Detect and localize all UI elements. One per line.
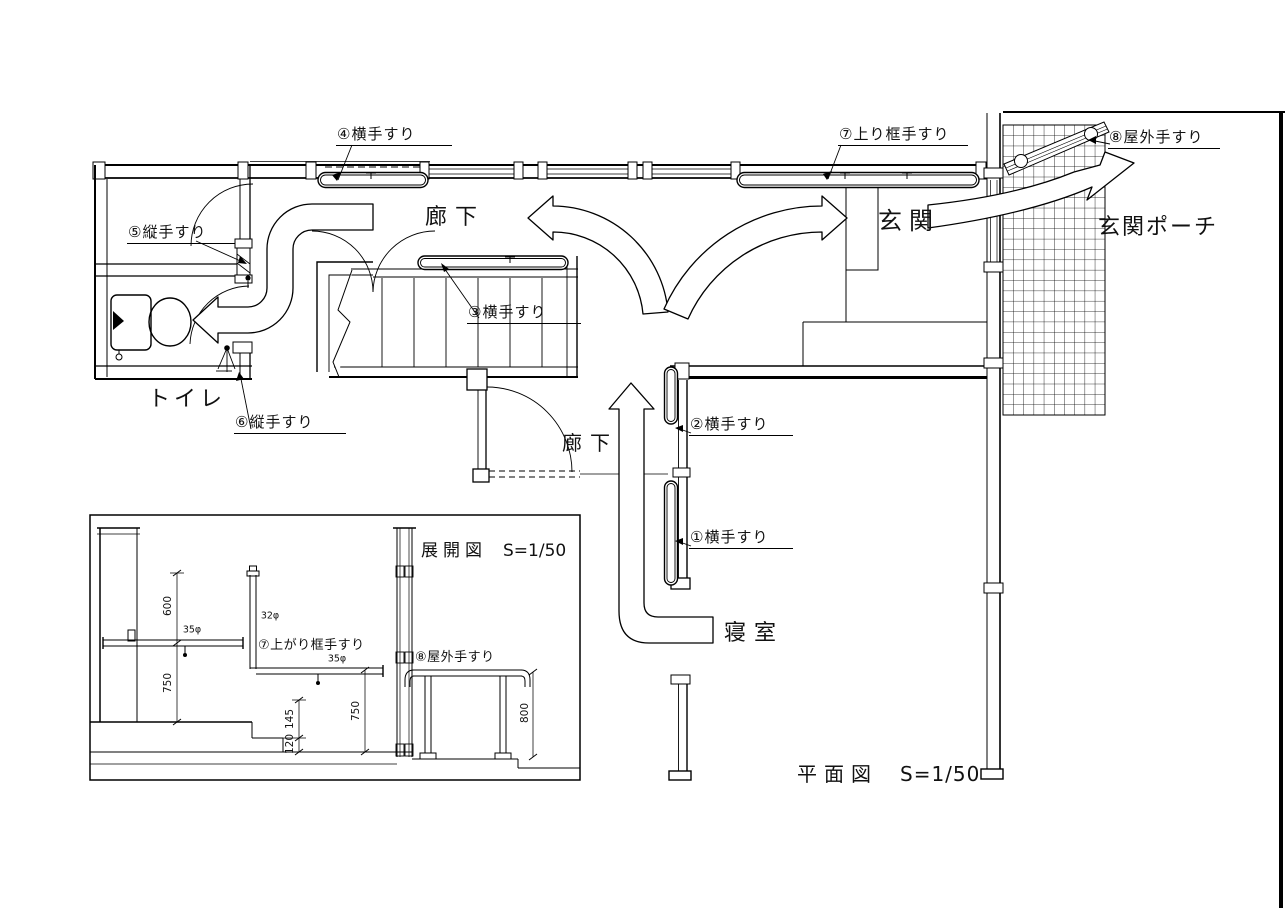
toilet-fixture [110, 294, 192, 361]
room-label-entrance: 玄関 [878, 207, 940, 235]
elevation-inset [89, 514, 581, 781]
elevation-callout-handrail-8: ⑧屋外手すり [415, 650, 495, 665]
callout-handrail-2: ②横手すり [689, 413, 793, 436]
handrails-plan [317, 171, 980, 586]
bedroom-walls [668, 362, 987, 781]
callout-handrail-8: ⑧屋外手すり [1108, 126, 1220, 149]
circulation-arrows [192, 151, 1135, 644]
dimension-750-left: 750 [162, 672, 174, 694]
arrow-to-toilet [192, 203, 374, 344]
dimension-800: 800 [519, 702, 531, 724]
callout-handrail-4: ④横手すり [336, 123, 452, 146]
dimension-600: 600 [162, 595, 174, 617]
staircase [316, 256, 578, 483]
room-label-bedroom: 寝室 [724, 621, 785, 646]
elevation-scale-text: S=1/50 [503, 541, 567, 561]
arrow-to-entrance [663, 195, 848, 320]
entrance-porch [1002, 121, 1110, 416]
dimension-750-mid: 750 [350, 700, 362, 722]
plan-title: 平面図 S=1/50 [797, 758, 980, 787]
plan-scale-text: S=1/50 [900, 762, 981, 786]
toilet-block-walls [94, 165, 253, 380]
dimension-32phi: 32φ [260, 610, 280, 622]
dimension-145: 145 [284, 708, 296, 730]
room-label-entrance-porch: 玄関ポーチ [1098, 215, 1219, 240]
callout-handrail-5: ⑤縦手すり [127, 221, 235, 244]
arrow-to-porch [927, 151, 1135, 229]
dimension-35phi-b: 35φ [327, 653, 347, 665]
room-label-toilet: トイレ [148, 387, 227, 412]
room-label-corridor-lower: 廊下 [562, 431, 618, 455]
arrow-from-bedroom [608, 382, 714, 644]
dimension-35phi-a: 35φ [182, 624, 202, 636]
elevation-title-text: 展開図 [421, 541, 487, 561]
elevation-callout-handrail-7: ⑦上がり框手すり [258, 638, 365, 653]
right-exterior-wall [980, 113, 1004, 780]
callout-handrail-6: ⑥縦手すり [234, 411, 346, 434]
drawing-frame [1003, 111, 1285, 908]
room-label-corridor-upper: 廊下 [425, 205, 486, 230]
callout-handrail-3: ③横手すり [467, 301, 581, 324]
leader-lines [195, 136, 1111, 547]
callout-handrail-1: ①横手すり [689, 526, 793, 549]
plan-title-text: 平面図 [797, 762, 878, 786]
elevation-title: 展開図 S=1/50 [421, 536, 566, 561]
dimension-120: 120 [284, 733, 296, 755]
callout-handrail-7: ⑦上り框手すり [838, 123, 968, 146]
arrow-to-corridor-left [527, 195, 669, 315]
vertical-handrail-symbols [216, 275, 251, 372]
